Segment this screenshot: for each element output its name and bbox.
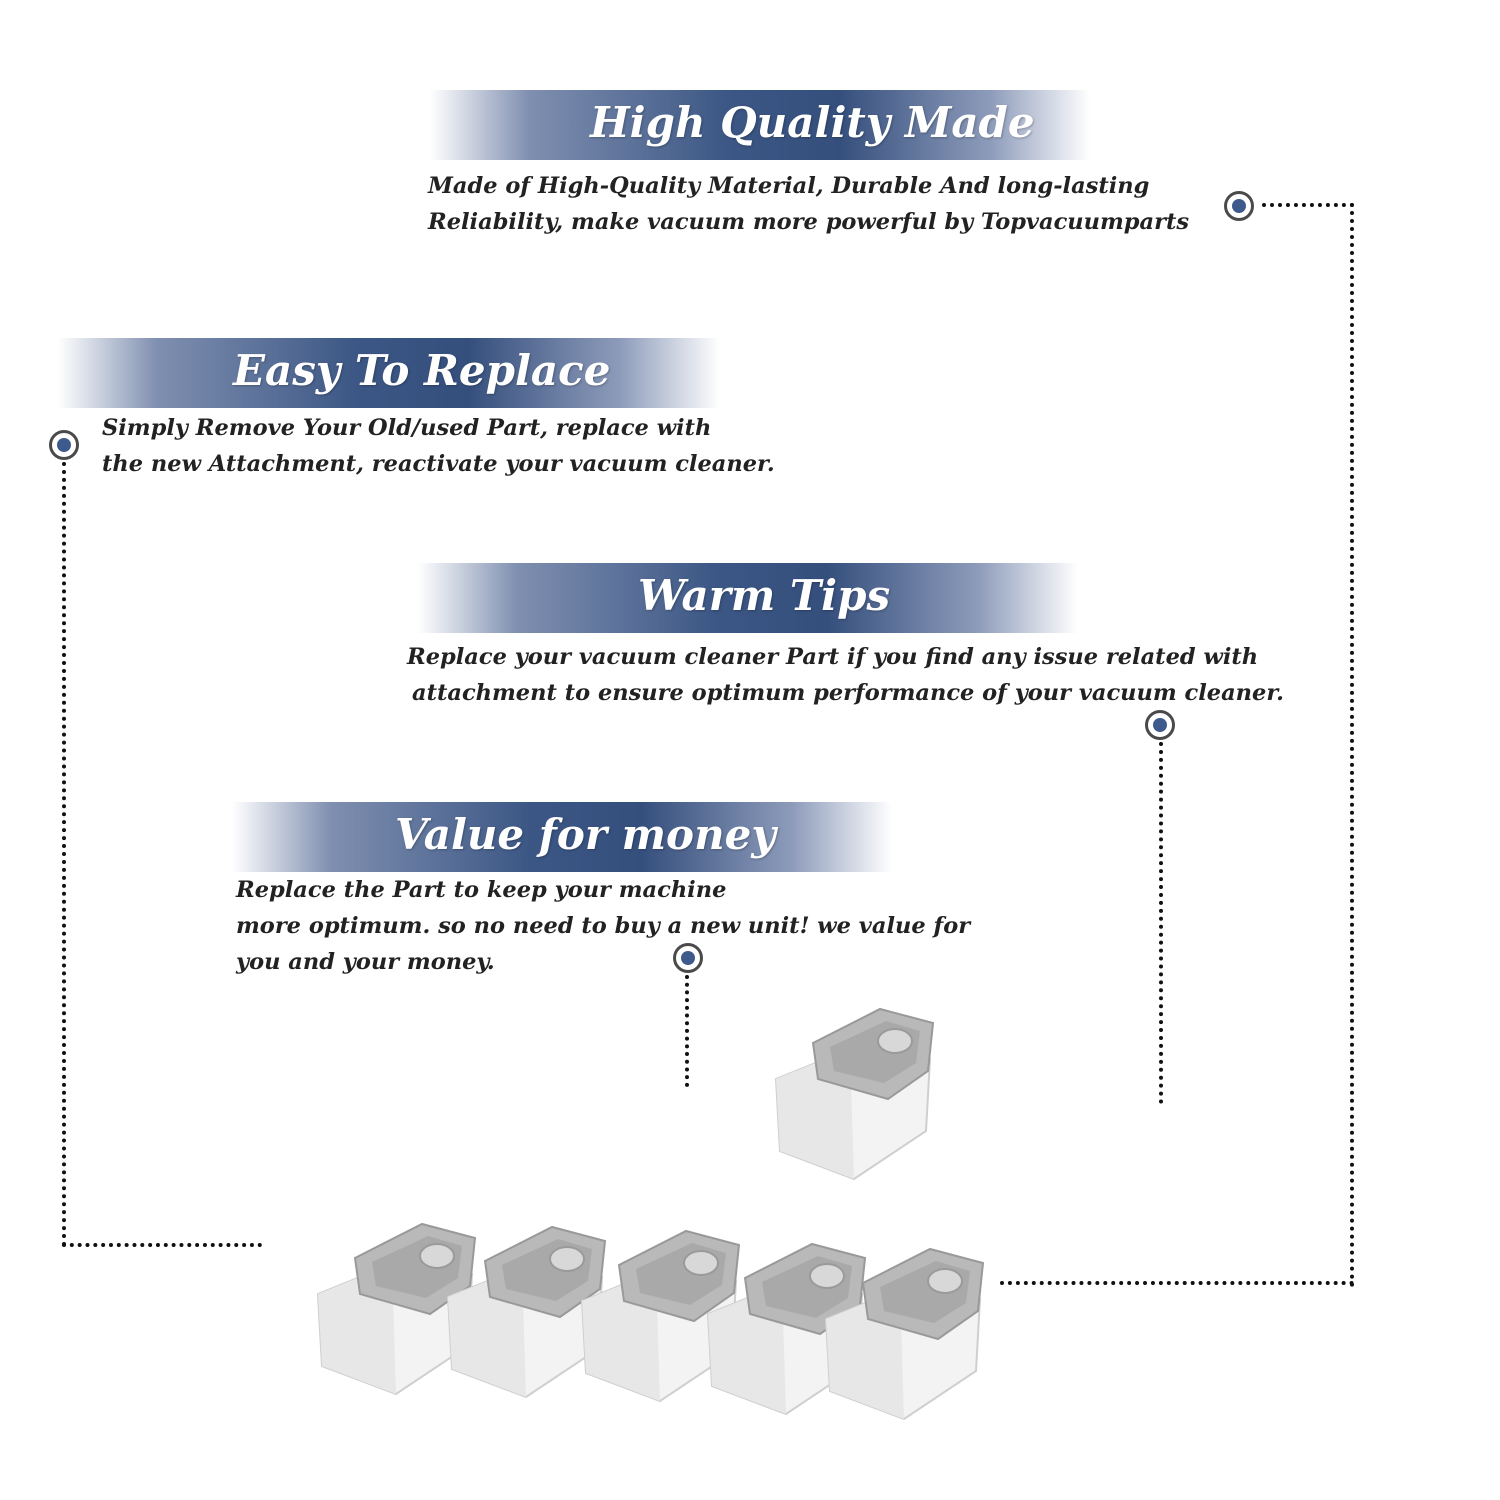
connector-line bbox=[62, 462, 70, 1247]
dust-bag-icon bbox=[824, 1247, 985, 1421]
dust-bag-icon bbox=[774, 1007, 935, 1181]
dust-bag-icon bbox=[446, 1225, 607, 1399]
target-marker-icon bbox=[49, 430, 79, 460]
value-money-title: Value for money bbox=[395, 810, 776, 859]
warm-tips-line-2: attachment to ensure optimum performance… bbox=[412, 680, 1284, 706]
value-money-line-3: you and your money. bbox=[236, 949, 495, 975]
high-quality-description: Made of High-Quality Material, Durable A… bbox=[428, 168, 1189, 240]
connector-line bbox=[1000, 1281, 1354, 1289]
value-money-banner: Value for money bbox=[232, 802, 892, 872]
connector-line bbox=[1350, 203, 1358, 1288]
dust-bag-icon bbox=[706, 1242, 867, 1416]
target-marker-icon bbox=[673, 943, 703, 973]
easy-replace-banner: Easy To Replace bbox=[58, 338, 720, 408]
warm-tips-line-1: Replace your vacuum cleaner Part if you … bbox=[407, 644, 1259, 670]
connector-line bbox=[62, 1243, 262, 1251]
warm-tips-banner: Warm Tips bbox=[418, 563, 1078, 633]
warm-tips-description: Replace your vacuum cleaner Part if you … bbox=[407, 639, 1284, 711]
dust-bag-icon bbox=[316, 1222, 477, 1396]
value-money-line-1: Replace the Part to keep your machine bbox=[236, 877, 727, 903]
dust-bag-icon bbox=[580, 1229, 741, 1403]
easy-replace-line-2: the new Attachment, reactivate your vacu… bbox=[102, 451, 775, 477]
easy-replace-line-1: Simply Remove Your Old/used Part, replac… bbox=[102, 415, 712, 441]
target-marker-icon bbox=[1145, 710, 1175, 740]
connector-line bbox=[685, 975, 693, 1087]
high-quality-title: High Quality Made bbox=[590, 98, 1035, 147]
connector-line bbox=[1262, 203, 1354, 211]
easy-replace-title: Easy To Replace bbox=[233, 346, 611, 395]
target-marker-icon bbox=[1224, 191, 1254, 221]
value-money-line-2: more optimum. so no need to buy a new un… bbox=[236, 913, 971, 939]
connector-line bbox=[1159, 742, 1167, 1104]
value-money-description: Replace the Part to keep your machine mo… bbox=[236, 872, 970, 980]
easy-replace-description: Simply Remove Your Old/used Part, replac… bbox=[102, 410, 775, 482]
high-quality-line-1: Made of High-Quality Material, Durable A… bbox=[428, 173, 1150, 199]
high-quality-line-2: Reliability, make vacuum more powerful b… bbox=[428, 209, 1190, 235]
warm-tips-title: Warm Tips bbox=[638, 571, 891, 620]
high-quality-banner: High Quality Made bbox=[430, 90, 1090, 160]
